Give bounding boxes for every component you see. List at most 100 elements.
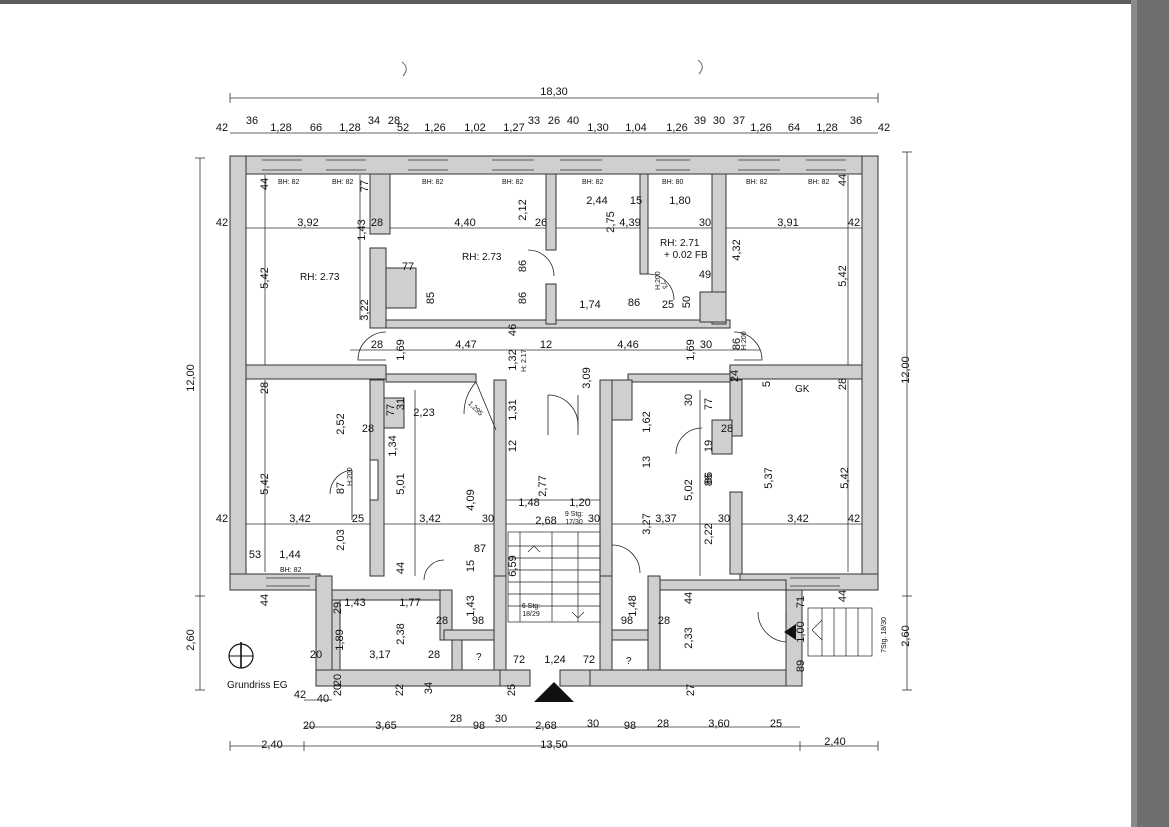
- svg-text:1,43: 1,43: [344, 597, 365, 609]
- svg-text:1,34: 1,34: [387, 435, 399, 456]
- svg-text:1,44: 1,44: [279, 549, 300, 561]
- svg-text:3,17: 3,17: [369, 649, 390, 661]
- svg-text:72: 72: [583, 654, 595, 666]
- svg-text:73: 73: [658, 280, 668, 290]
- svg-text:3,65: 3,65: [375, 720, 396, 732]
- svg-text:?: ?: [476, 652, 482, 663]
- svg-text:6,59: 6,59: [507, 555, 519, 576]
- svg-text:1,80: 1,80: [669, 195, 690, 207]
- svg-text:46: 46: [507, 324, 519, 336]
- svg-text:1,295: 1,295: [466, 400, 483, 417]
- svg-text:1,26: 1,26: [750, 122, 771, 134]
- windows: [262, 159, 846, 587]
- svg-text:44: 44: [837, 590, 849, 602]
- stair-labels: 9 Stg: 17/30 6 Stg: 18/29 7Stg. 18/30: [522, 511, 888, 653]
- svg-text:44: 44: [259, 178, 271, 190]
- svg-text:30: 30: [495, 713, 507, 725]
- svg-text:H:200: H:200: [655, 271, 662, 290]
- svg-text:4,32: 4,32: [731, 239, 743, 260]
- svg-text:5,02: 5,02: [683, 479, 695, 500]
- svg-text:15: 15: [630, 195, 642, 207]
- main-staircase: [507, 531, 601, 623]
- svg-text:30: 30: [588, 513, 600, 525]
- svg-text:28: 28: [837, 378, 849, 390]
- svg-text:15: 15: [465, 560, 477, 572]
- svg-text:1,77: 1,77: [399, 597, 420, 609]
- svg-text:27: 27: [685, 684, 697, 696]
- svg-text:1,43: 1,43: [356, 219, 368, 240]
- svg-text:5,42: 5,42: [837, 265, 849, 286]
- svg-text:5,42: 5,42: [839, 467, 851, 488]
- svg-text:3,09: 3,09: [581, 367, 593, 388]
- entrance-triangle-icon: [534, 682, 574, 702]
- svg-text:20: 20: [332, 674, 344, 686]
- svg-text:28: 28: [371, 217, 383, 229]
- svg-text:28: 28: [721, 423, 733, 435]
- svg-text:2,68: 2,68: [535, 515, 556, 527]
- svg-text:2,22: 2,22: [703, 523, 715, 544]
- svg-text:RH: 2.71: RH: 2.71: [660, 238, 700, 249]
- svg-text:29: 29: [332, 602, 344, 614]
- svg-text:42: 42: [216, 513, 228, 525]
- svg-text:20: 20: [310, 649, 322, 661]
- window-height-labels: BH: 82 BH: 82 BH: 82 BH: 82 BH: 82 BH: 8…: [278, 179, 830, 574]
- svg-text:64: 64: [788, 122, 800, 134]
- svg-text:3,92: 3,92: [297, 217, 318, 229]
- dim-right-total: 12,00: [900, 356, 912, 384]
- svg-text:3,42: 3,42: [787, 513, 808, 525]
- svg-text:20: 20: [332, 684, 344, 696]
- svg-text:BH: 82: BH: 82: [582, 179, 604, 186]
- floor-plan-drawing: Grundriss EG 18,30 42 36 1,28 66 1,28 34…: [185, 59, 912, 751]
- svg-text:2,52: 2,52: [335, 413, 347, 434]
- svg-text:4,47: 4,47: [455, 339, 476, 351]
- svg-text:BH: 82: BH: 82: [502, 179, 524, 186]
- svg-text:40: 40: [567, 115, 579, 127]
- svg-text:3,60: 3,60: [708, 718, 729, 730]
- svg-text:30: 30: [718, 513, 730, 525]
- svg-text:?: ?: [626, 656, 632, 667]
- svg-text:40: 40: [317, 693, 329, 705]
- svg-text:24: 24: [729, 370, 741, 382]
- svg-text:2,03: 2,03: [335, 529, 347, 550]
- svg-text:85: 85: [425, 292, 437, 304]
- svg-text:36: 36: [850, 115, 862, 127]
- svg-text:98: 98: [621, 615, 633, 627]
- svg-text:86: 86: [628, 297, 640, 309]
- svg-text:5,01: 5,01: [395, 473, 407, 494]
- svg-text:2,40: 2,40: [824, 736, 845, 748]
- svg-text:1,62: 1,62: [641, 411, 653, 432]
- svg-text:1,26: 1,26: [666, 122, 687, 134]
- dim-top-overall: 18,30: [540, 86, 568, 98]
- svg-text:5: 5: [761, 381, 773, 387]
- svg-text:30: 30: [683, 394, 695, 406]
- dim-left-total: 12,00: [185, 364, 197, 392]
- svg-text:28: 28: [657, 718, 669, 730]
- scan-right-edge-dark: [1137, 0, 1169, 827]
- svg-text:86: 86: [703, 472, 715, 484]
- svg-text:20: 20: [303, 720, 315, 732]
- dim-mid: 28 2,52 77 31 2,23 1,34 28 3,09 1,31 12 …: [259, 367, 851, 488]
- svg-text:30: 30: [482, 513, 494, 525]
- svg-text:1,30: 1,30: [587, 122, 608, 134]
- svg-text:1,26: 1,26: [424, 122, 445, 134]
- svg-text:19: 19: [703, 440, 715, 452]
- svg-text:1,89: 1,89: [334, 629, 346, 650]
- svg-text:1,28: 1,28: [339, 122, 360, 134]
- exit-arrow-icon: [784, 624, 796, 640]
- svg-text:28: 28: [436, 615, 448, 627]
- svg-text:5,37: 5,37: [763, 467, 775, 488]
- svg-text:77: 77: [402, 261, 414, 273]
- svg-text:26: 26: [548, 115, 560, 127]
- svg-text:1,28: 1,28: [270, 122, 291, 134]
- dim-inner-lower: 53 1,44 2,03 44 87 15 6,59 2,22 1,43 98 …: [249, 400, 849, 686]
- svg-text:53: 53: [249, 549, 261, 561]
- svg-text:2,77: 2,77: [537, 475, 549, 496]
- svg-text:1,31: 1,31: [507, 399, 519, 420]
- svg-text:42: 42: [848, 513, 860, 525]
- outside-staircase: [807, 607, 873, 657]
- svg-text:25: 25: [770, 718, 782, 730]
- svg-text:1,04: 1,04: [625, 122, 646, 134]
- svg-text:1,48: 1,48: [518, 497, 539, 509]
- svg-text:86: 86: [703, 474, 715, 486]
- svg-text:30: 30: [587, 718, 599, 730]
